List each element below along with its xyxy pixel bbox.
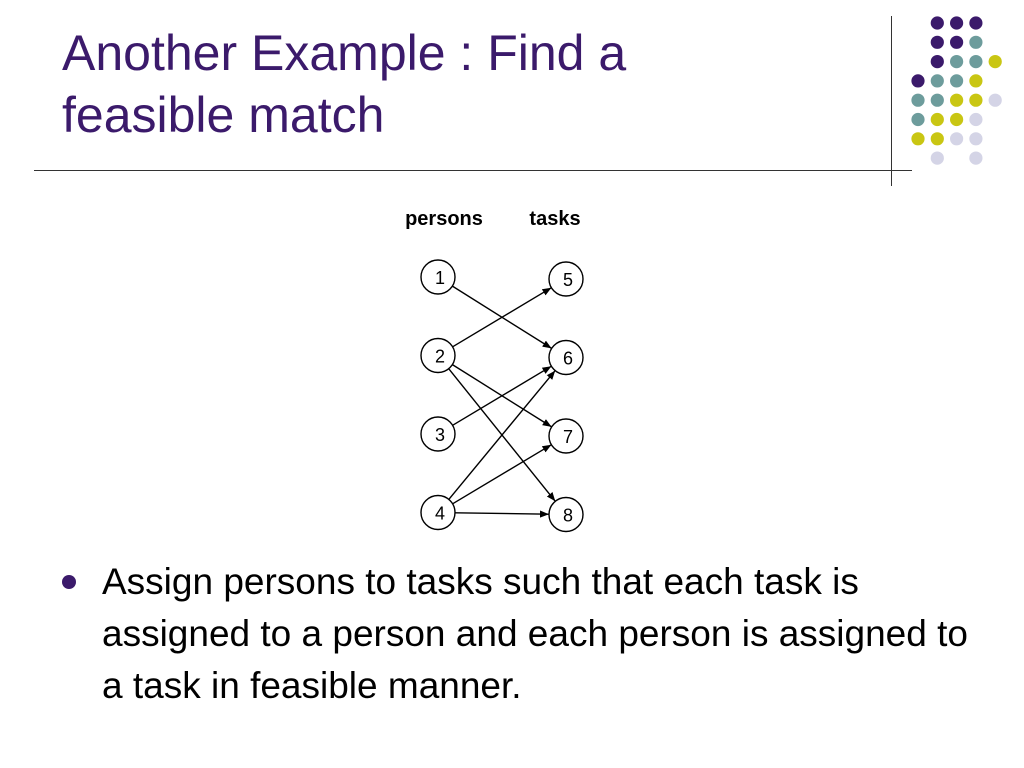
- tasks-column-label: tasks: [529, 208, 580, 230]
- node-label: 7: [563, 427, 573, 447]
- node-layer: 1 2 3 4 5 6 7 8: [420, 259, 584, 533]
- edge-arrow-3-to-6: [452, 365, 552, 426]
- task-node-7: 7: [548, 418, 584, 454]
- bullet-item: Assign persons to tasks such that each t…: [62, 556, 992, 712]
- edge-layer: [448, 285, 556, 518]
- slide-title-line-1: Another Example : Find a: [62, 25, 627, 81]
- node-label: 2: [435, 347, 445, 367]
- person-node-2: 2: [420, 337, 456, 374]
- edge-arrow-4-to-8: [454, 510, 550, 518]
- node-label: 8: [563, 506, 573, 526]
- bullet-marker-icon: [62, 575, 76, 589]
- node-circle: [548, 418, 584, 454]
- node-circle: [420, 494, 456, 531]
- bullet-list: Assign persons to tasks such that each t…: [62, 556, 992, 712]
- slide-title: Another Example : Find a feasible match: [62, 22, 862, 146]
- edge-arrow-4-to-7: [452, 444, 552, 505]
- node-label: 4: [435, 504, 445, 524]
- node-label: 3: [435, 425, 445, 445]
- node-circle: [420, 416, 456, 452]
- persons-column-label: persons: [405, 208, 483, 230]
- edge-arrow-2-to-5: [452, 287, 552, 348]
- node-label: 1: [435, 268, 445, 288]
- node-circle: [420, 337, 456, 374]
- node-label: 6: [563, 349, 573, 369]
- node-circle: [548, 261, 584, 297]
- person-node-1: 1: [420, 259, 456, 295]
- slide-title-line-2: feasible match: [62, 87, 385, 143]
- bullet-text: Assign persons to tasks such that each t…: [102, 561, 968, 706]
- task-node-8: 8: [548, 496, 584, 533]
- node-circle: [548, 339, 584, 376]
- node-circle: [420, 259, 456, 295]
- edge-arrow-4-to-6: [448, 370, 556, 500]
- node-circle: [548, 496, 584, 533]
- task-node-5: 5: [548, 261, 584, 297]
- task-node-6: 6: [548, 339, 584, 376]
- node-label: 5: [563, 270, 573, 290]
- person-node-4: 4: [420, 494, 456, 531]
- title-divider-vertical: [891, 16, 892, 186]
- title-divider-horizontal: [34, 170, 912, 171]
- person-node-3: 3: [420, 416, 456, 452]
